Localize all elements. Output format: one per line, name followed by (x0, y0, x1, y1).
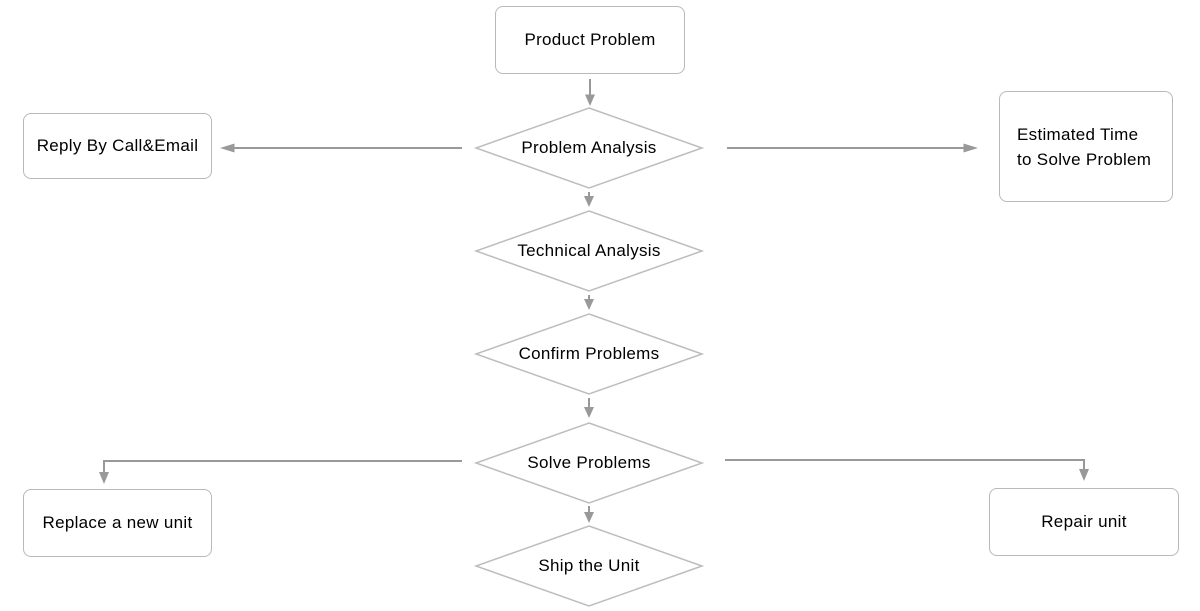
node-technical-analysis-label: Technical Analysis (517, 241, 661, 260)
arrowhead-confirm-to-solve (584, 407, 594, 418)
arrow-solve-to-repair (725, 459, 1085, 470)
diamond-confirm-problems-shape (473, 313, 705, 395)
node-repair-unit: Repair unit (989, 488, 1179, 556)
node-problem-analysis-label: Problem Analysis (521, 138, 657, 157)
arrow-solve-to-replace (103, 460, 462, 473)
arrowhead-solve-to-repair (1079, 469, 1089, 481)
node-reply-by-call-email-label: Reply By Call&Email (36, 136, 199, 155)
node-replace-new-unit: Replace a new unit (23, 489, 212, 557)
node-estimated-time-label-line1: Estimated Time (1017, 124, 1139, 144)
diamond-technical-analysis-shape (473, 210, 705, 292)
arrowhead-analysis-to-technical (584, 196, 594, 207)
arrowhead-technical-to-confirm (584, 299, 594, 310)
arrowhead-solve-to-replace (99, 472, 109, 484)
node-replace-new-unit-label: Replace a new unit (42, 513, 193, 532)
node-confirm-problems-label: Confirm Problems (518, 344, 660, 363)
arrowhead-analysis-to-reply (220, 143, 235, 153)
node-solve-problems-label: Solve Problems (527, 453, 651, 472)
node-estimated-time: Estimated Time to Solve Problem (999, 91, 1173, 202)
node-reply-by-call-email: Reply By Call&Email (23, 113, 212, 179)
node-product-problem-label: Product Problem (524, 30, 656, 49)
node-estimated-time-label-line2: to Solve Problem (1017, 149, 1152, 169)
diamond-problem-analysis-shape (473, 107, 705, 189)
diamond-ship-the-unit-shape (473, 525, 705, 607)
arrowhead-product-to-analysis (585, 94, 595, 106)
node-repair-unit-label: Repair unit (1041, 512, 1127, 531)
node-product-problem: Product Problem (495, 6, 685, 74)
arrowhead-solve-to-ship (584, 512, 594, 523)
diamond-solve-problems-shape (473, 422, 705, 504)
node-ship-the-unit-label: Ship the Unit (538, 556, 640, 575)
arrowhead-analysis-to-estimated (963, 143, 978, 153)
